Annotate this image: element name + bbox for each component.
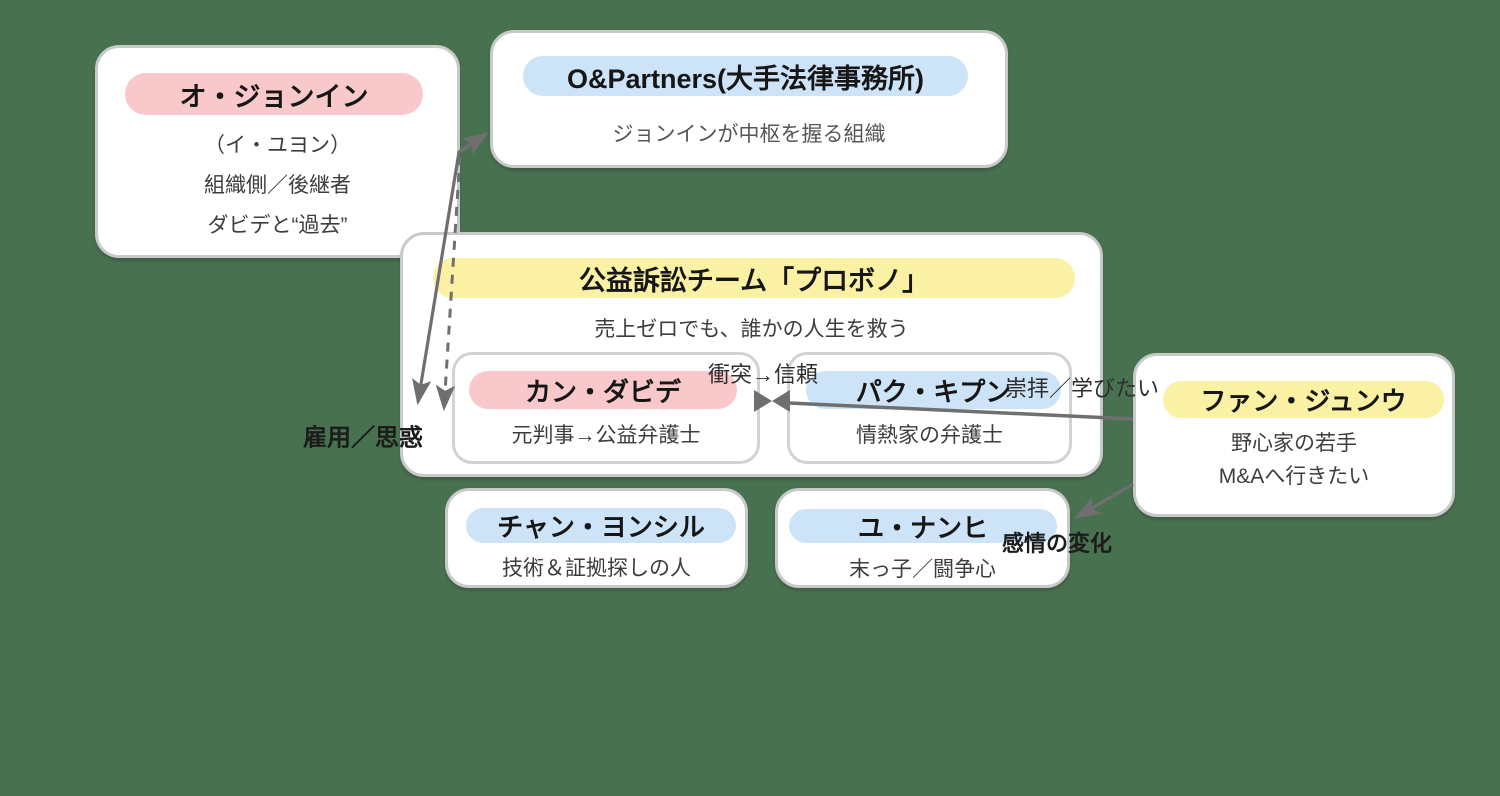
character-name-pill: オ・ジョンイン — [125, 73, 423, 115]
card-park-kibun: パク・キプン 情熱家の弁護士 — [787, 352, 1072, 464]
character-note: 末っ子／闘争心 — [849, 558, 996, 581]
team-name-pill: 公益訴訟チーム「プロボノ」 — [433, 258, 1075, 298]
edge-label-emotion: 感情の変化 — [1001, 531, 1113, 556]
character-name-pill: チャン・ヨンシル — [466, 508, 736, 543]
character-note: 元判事→公益弁護士 — [511, 424, 701, 447]
character-note: M&Aへ行きたい — [1218, 465, 1370, 488]
team-note: 売上ゼロでも、誰かの人生を救う — [594, 318, 909, 341]
edge-label-hire: 雇用／思惑 — [303, 424, 423, 452]
character-note: 野心家の若手 — [1231, 432, 1357, 455]
character-note: 組織側／後継者 — [204, 174, 351, 197]
character-note: ダビデと“過去” — [207, 214, 348, 237]
character-name-pill: カン・ダビデ — [469, 371, 737, 409]
arrow-emotion — [1074, 482, 1134, 519]
character-note: 情熱家の弁護士 — [856, 424, 1003, 447]
card-jang-yeongsil: チャン・ヨンシル 技術＆証拠探しの人 — [445, 488, 748, 588]
edge-label-conflict-trust: 衝突→信頼 — [707, 362, 819, 387]
character-name-pill: ユ・ナンヒ — [789, 509, 1057, 543]
character-note: 技術＆証拠探しの人 — [502, 557, 691, 580]
card-oh-jungin: オ・ジョンイン （イ・ユヨン） 組織側／後継者 ダビデと“過去” — [95, 45, 460, 258]
card-yu-nanhee: ユ・ナンヒ 末っ子／闘争心 — [775, 488, 1070, 588]
character-note: （イ・ユヨン） — [204, 134, 351, 157]
organization-name-pill: O&Partners(大手法律事務所) — [523, 56, 968, 96]
character-name-pill: ファン・ジュンウ — [1163, 381, 1444, 418]
edge-label-admire: 崇拝／学びたい — [1004, 376, 1160, 401]
card-opartners: O&Partners(大手法律事務所) ジョンインが中枢を握る組織 — [490, 30, 1008, 168]
card-kang-davide: カン・ダビデ 元判事→公益弁護士 — [452, 352, 760, 464]
organization-note: ジョンインが中枢を握る組織 — [612, 123, 886, 146]
card-hwang-junwoo: ファン・ジュンウ 野心家の若手 M&Aへ行きたい — [1133, 353, 1455, 517]
